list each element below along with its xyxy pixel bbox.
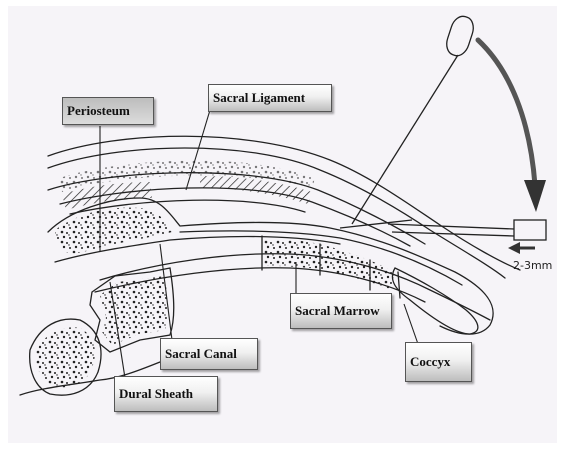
probe-handle [514, 220, 546, 240]
bone-texture-lower [100, 276, 167, 345]
label-dural-sheath: Dural Sheath [114, 376, 218, 412]
depth-annotation: 2-3mm [513, 259, 552, 272]
label-sacral-canal: Sacral Canal [160, 338, 258, 370]
needle-line [352, 55, 458, 224]
syringe-bulb [443, 14, 476, 59]
label-sacral-marrow: Sacral Marrow [290, 293, 392, 329]
bone-texture-vertebra [36, 327, 95, 387]
label-sacral-ligament: Sacral Ligament [208, 84, 332, 112]
label-periosteum: Periosteum [62, 97, 154, 125]
leader-coccyx [404, 304, 418, 344]
probe-upper [388, 224, 514, 229]
curved-arrow [478, 40, 546, 212]
label-coccyx: Coccyx [405, 342, 472, 382]
depth-arrow [508, 242, 535, 254]
